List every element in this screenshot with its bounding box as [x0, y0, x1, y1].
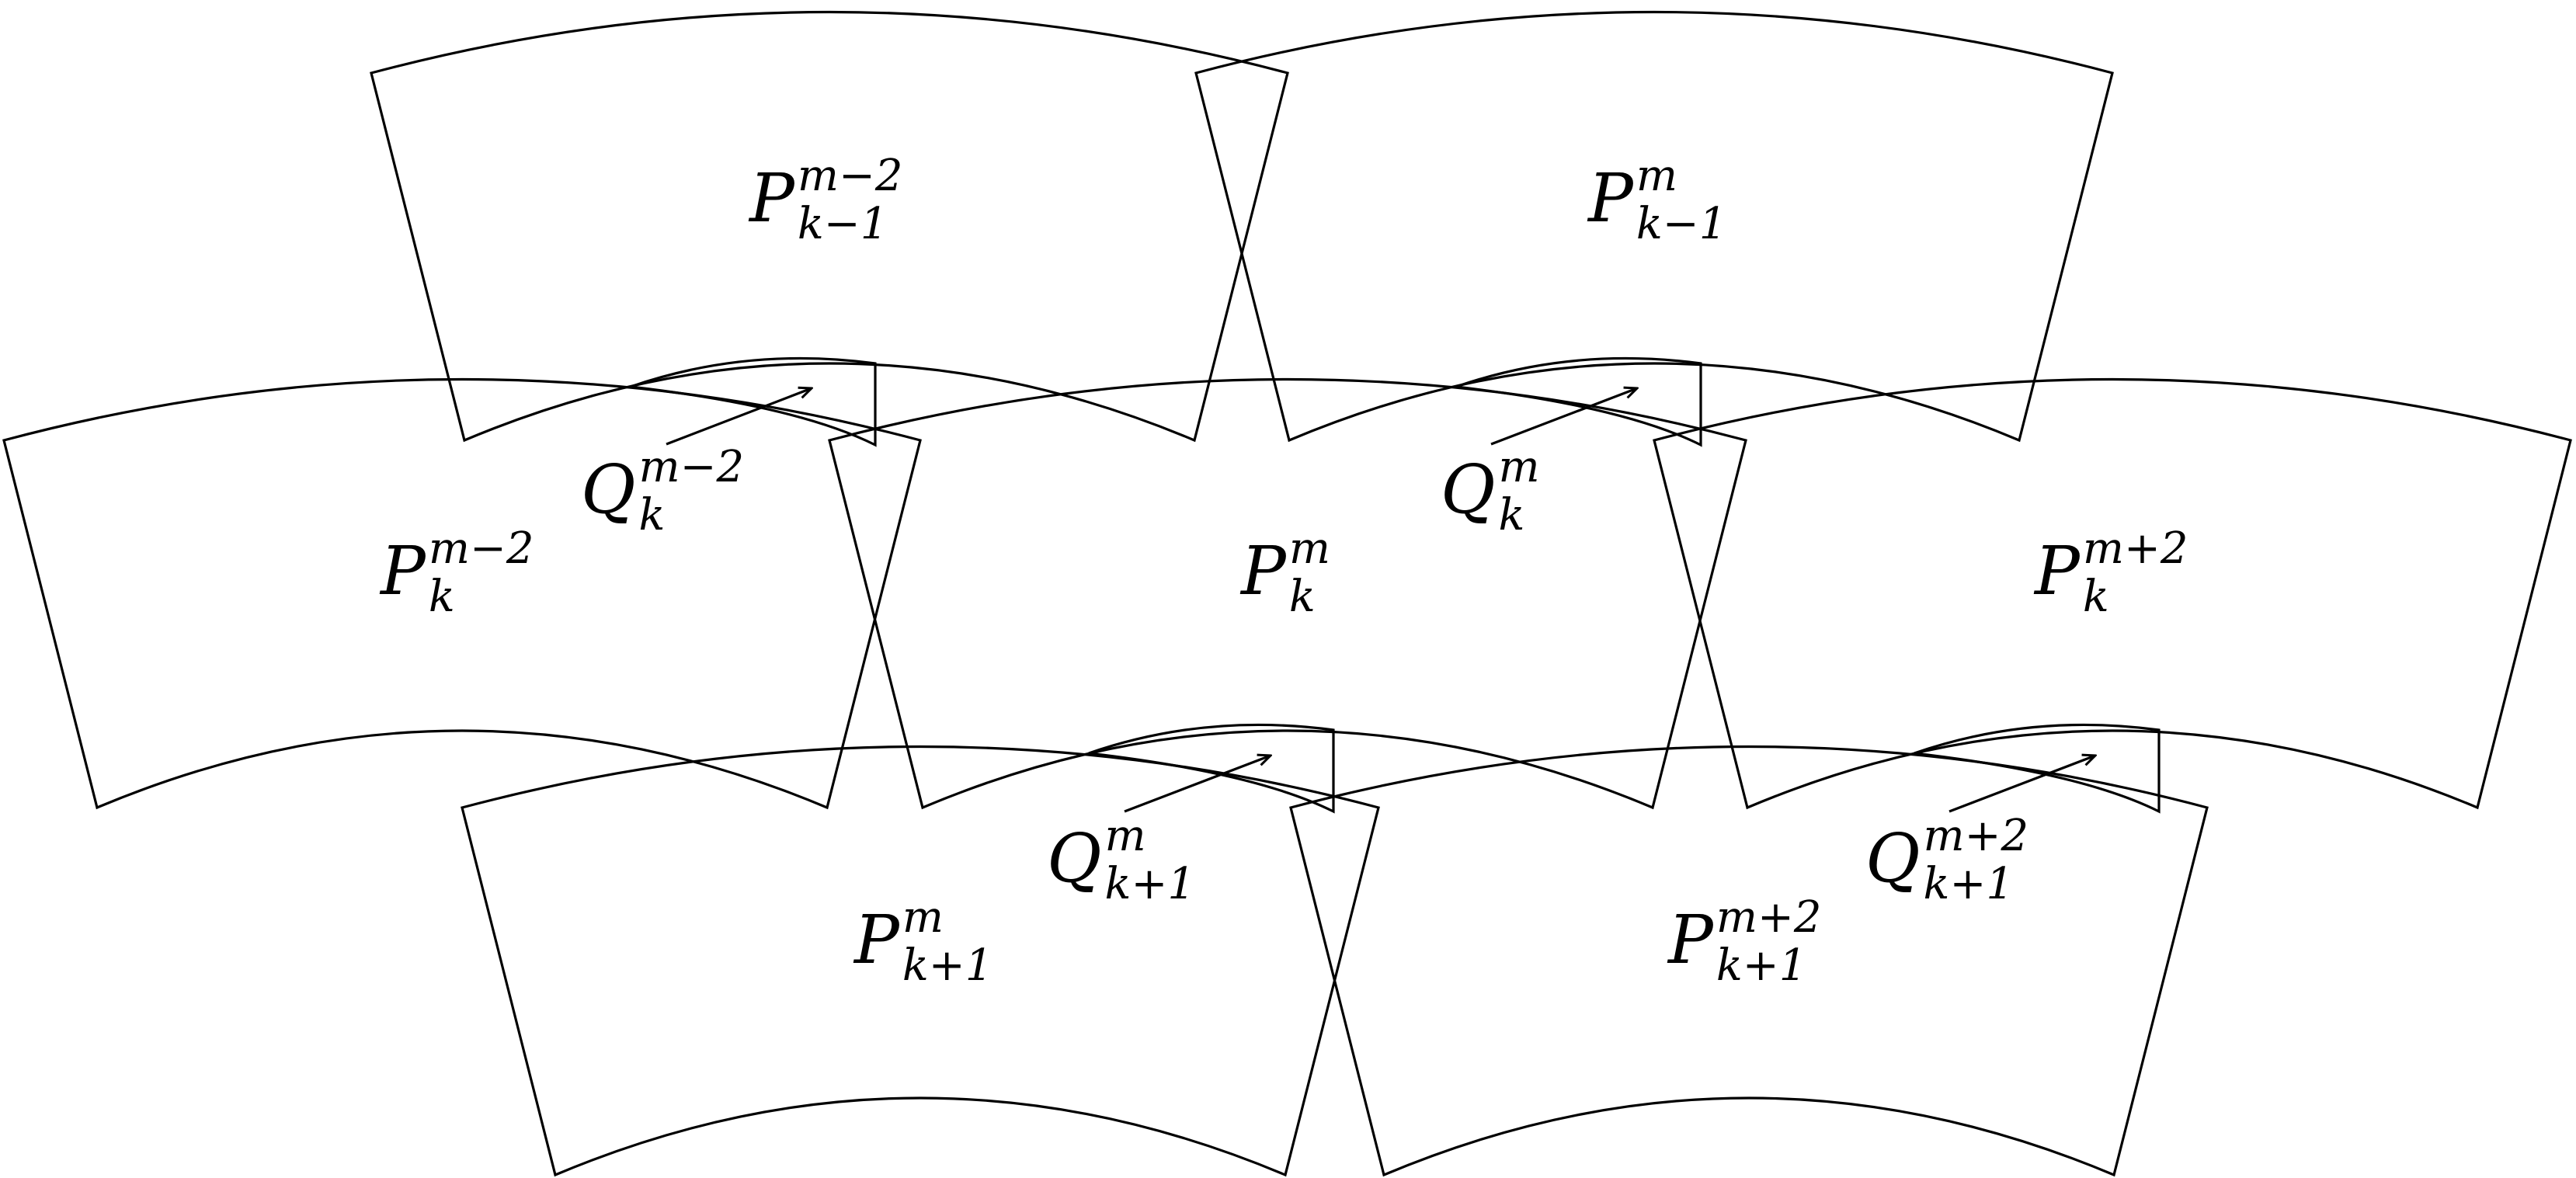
overlaps-layer — [630, 356, 2161, 814]
overlap-q-k-m-2-arrow — [666, 388, 812, 446]
overlap-q-k-1-m-superscript: m — [1105, 811, 1146, 861]
cell-p-k-m-2-symbol: P — [379, 533, 427, 610]
cell-p-k-m-2-subscript: k — [429, 572, 455, 622]
overlap-q-k-m-superscript: m — [1499, 442, 1540, 492]
overlap-q-k-m-2-symbol: Q — [581, 451, 636, 529]
overlap-q-k-m-outline — [1455, 356, 1702, 447]
cell-p-k-1-m-2-subscript: k+1 — [1716, 940, 1806, 991]
cell-p-k-1-m-2-superscript: m−2 — [798, 151, 903, 201]
cell-p-k-m-outline — [828, 377, 1747, 810]
cell-p-k-1-m-outline — [1194, 10, 2114, 443]
cell-p-k-m-2-outline — [2, 377, 922, 810]
overlap-q-k-1-m-2-superscript: m+2 — [1924, 811, 2029, 861]
cell-p-k-1-m-symbol: P — [853, 902, 901, 979]
cell-p-k-m-symbol: P — [1239, 533, 1288, 610]
cell-p-k-1-m-2-subscript: k−1 — [798, 199, 888, 249]
overlap-q-k-1-m-2-arrow — [1949, 756, 2095, 813]
overlap-q-k-1-m-arrow — [1124, 756, 1271, 813]
overlap-q-k-1-m-2-subscript: k+1 — [1924, 859, 2014, 909]
overlap-q-k-m-2-subscript: k — [639, 490, 666, 540]
cell-p-k-1-m-symbol: P — [1587, 160, 1635, 238]
overlap-q-k-1-m-2-outline — [1914, 723, 2161, 814]
overlap-q-k-m-2-outline — [630, 356, 877, 447]
overlap-q-k-m-arrow — [1490, 388, 1637, 446]
cell-p-k-1-m-subscript: k+1 — [902, 940, 993, 991]
cell-p-k-1-m-2-symbol: P — [748, 160, 796, 238]
cell-p-k-m-2-superscript: m+2 — [2083, 523, 2188, 574]
overlap-q-k-1-m-subscript: k+1 — [1105, 859, 1195, 909]
cell-p-k-m-subscript: k — [1289, 572, 1316, 622]
cell-p-k-1-m-superscript: m — [1636, 151, 1677, 201]
cells-layer — [2, 10, 2572, 1177]
overlap-q-k-m-subscript: k — [1499, 490, 1525, 540]
overlap-q-k-m-2-superscript: m−2 — [639, 442, 745, 492]
overlap-q-k-m-symbol: Q — [1441, 451, 1496, 529]
cell-p-k-1-m-2-symbol: P — [1667, 902, 1715, 979]
overlap-q-k-1-m-symbol: Q — [1047, 820, 1102, 898]
overlap-q-k-1-m-2-symbol: Q — [1865, 820, 1921, 898]
cell-p-k-1-m-2-superscript: m+2 — [1716, 892, 1822, 943]
cell-p-k-m-2-superscript: m−2 — [429, 523, 534, 574]
cell-p-k-m-2-symbol: P — [2033, 533, 2081, 610]
cell-p-k-1-m-2-outline — [370, 10, 1289, 443]
overlap-q-k-1-m-outline — [1088, 723, 1335, 814]
cell-p-k-1-m-superscript: m — [902, 892, 944, 943]
cell-p-k-m-superscript: m — [1289, 523, 1330, 574]
cell-p-k-m-2-subscript: k — [2083, 572, 2109, 622]
cell-p-k-1-m-subscript: k−1 — [1636, 199, 1726, 249]
cell-p-k-1-m-2-outline — [1289, 745, 2209, 1177]
cell-p-k-1-m-outline — [461, 745, 1380, 1177]
cell-p-k-m-2-outline — [1653, 377, 2572, 810]
